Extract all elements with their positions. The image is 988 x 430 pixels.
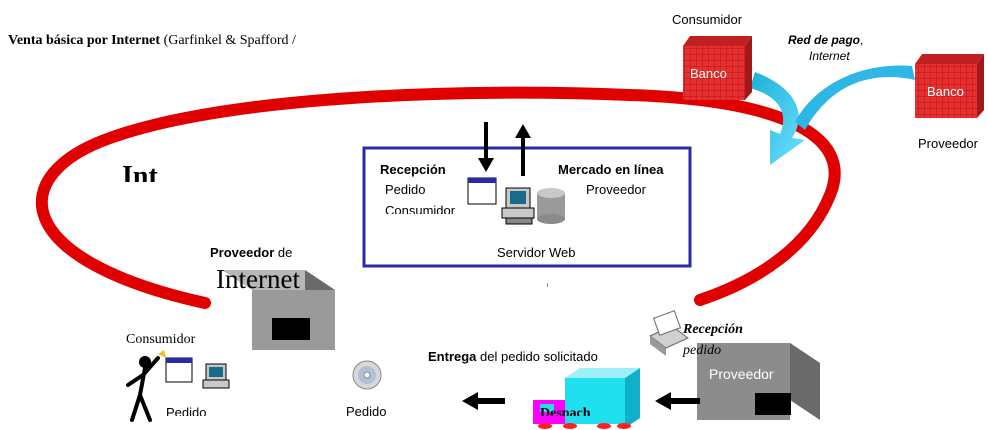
title-rest: (Garfinkel & Spafford /	[160, 33, 296, 48]
consumer-label: Consumidor	[126, 332, 196, 347]
reception-order-sub: pedido	[683, 343, 722, 358]
cd-icon	[352, 360, 382, 390]
divider-mark	[547, 283, 548, 287]
isp-label-bold: Proveedor	[210, 245, 275, 260]
isp-internet-label: Internet	[216, 264, 300, 294]
reception-label: Recepción	[380, 162, 446, 177]
cd-order-label: Pedido	[346, 404, 387, 419]
bank-building-left	[683, 36, 752, 100]
delivery-label-rest: del pedido solicitado	[476, 349, 598, 364]
bank-building-right	[915, 54, 984, 118]
provider-top-label: Proveedor	[918, 136, 978, 151]
payment-network-internet: Internet	[809, 49, 850, 63]
consumer-computer-icon	[202, 363, 230, 389]
bank-right-label: Banco	[927, 84, 964, 99]
database-icon	[537, 188, 565, 224]
consumer-person-icon	[126, 350, 166, 422]
printer-icon	[649, 310, 689, 356]
delivery-label-bold: Entrega	[428, 349, 477, 364]
reception-order-label: Recepción	[683, 322, 743, 337]
consumer-order-label: Consumidor	[385, 203, 456, 214]
provider-market-label: Proveedor	[586, 182, 646, 197]
title-bold: Venta básica por Internet	[8, 33, 161, 48]
internet-ring-label: Int	[122, 161, 158, 182]
isp-box	[222, 270, 335, 350]
web-server-label: Servidor Web	[497, 245, 576, 259]
bank-left-label: Banco	[690, 66, 727, 81]
payment-network-label: Red de pago,	[788, 33, 863, 47]
delivery-truck-icon	[533, 368, 640, 429]
payment-network-arrow-right	[795, 65, 915, 130]
consumer-top-label: Consumidor	[672, 12, 743, 27]
internet-ring	[35, 86, 841, 309]
consumer-order-bottom-label: Pedido	[166, 405, 207, 416]
arrow-left-icon-2	[655, 392, 700, 410]
order-window-icon	[467, 177, 497, 205]
payment-network-arrow	[750, 72, 805, 165]
provider-box	[697, 343, 820, 420]
diagram-title: Venta básica por Internet (Garfinkel & S…	[8, 33, 296, 49]
order-label: Pedido	[385, 182, 426, 197]
down-arrow-icon	[478, 122, 494, 172]
isp-label: Proveedor de	[210, 245, 292, 260]
dispatch-label: Despach	[540, 406, 591, 416]
payment-network-comma: ,	[860, 33, 864, 47]
isp-label-de: de	[274, 245, 293, 260]
server-computer-icon	[501, 187, 535, 225]
consumer-window-icon	[165, 357, 193, 383]
up-arrow-icon	[515, 124, 531, 176]
arrow-left-icon-1	[462, 392, 505, 410]
payment-network-bold: Red de pago	[788, 33, 861, 47]
provider-box-label: Proveedor	[709, 366, 774, 382]
delivery-label: Entrega del pedido solicitado	[428, 349, 598, 364]
online-market-label: Mercado en línea	[558, 162, 664, 177]
